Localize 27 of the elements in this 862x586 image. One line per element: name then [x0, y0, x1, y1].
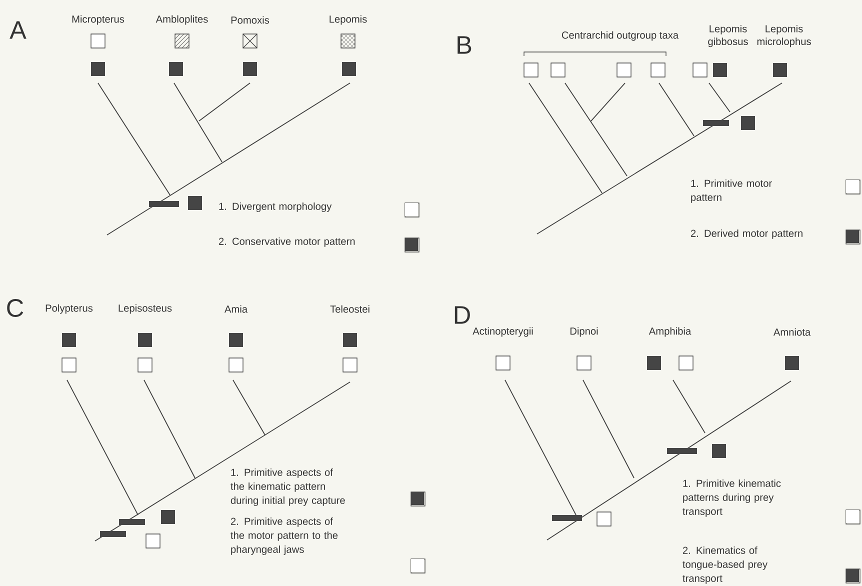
taxon-label: Lepisosteus	[118, 304, 172, 314]
panel-letter: D	[454, 306, 470, 324]
taxon-label: Amphibia	[648, 327, 692, 337]
taxon-label: Lepomis gibbosus	[708, 24, 748, 48]
taxon-label: Teleostei	[330, 305, 370, 313]
legend-text: 2. Conservative motor pattern	[218, 237, 355, 247]
panel-letter: B	[458, 36, 472, 54]
taxon-label: Micropterus	[72, 15, 124, 25]
legend-text: 1. Primitive aspects of the kinematic pattern during initial prey capture	[230, 468, 345, 506]
panel-letter: C	[7, 299, 24, 317]
legend-text: 1. Primitive motor pattern	[691, 179, 772, 203]
taxon-label: Actinopterygii	[472, 327, 533, 337]
legend-text: 1. Divergent morphology	[219, 202, 332, 212]
legend-text: 2. Kinematics of tongue-based prey transport	[682, 546, 768, 584]
legend-text: 2. Derived motor pattern	[690, 229, 802, 239]
legend-text: 1. Primitive kinematic patterns during prey transport	[682, 479, 781, 517]
taxon-label: Lepomis microlophus	[757, 24, 811, 48]
taxon-label: Ambloplites	[156, 15, 208, 25]
taxon-label: Pomoxis	[231, 16, 270, 24]
legend-text: 2. Primitive aspects of the motor pattern to the pharyngeal jaws	[230, 517, 338, 555]
taxon-label: Lepomis	[330, 15, 367, 25]
taxon-label: Amniota	[773, 328, 811, 336]
panel-letter: A	[10, 21, 26, 39]
taxon-label: Polypterus	[46, 304, 93, 314]
taxon-label: Dipnoi	[570, 327, 598, 337]
taxon-label: Centrarchid outgroup taxa	[562, 31, 679, 41]
taxon-label: Amia	[224, 305, 248, 313]
